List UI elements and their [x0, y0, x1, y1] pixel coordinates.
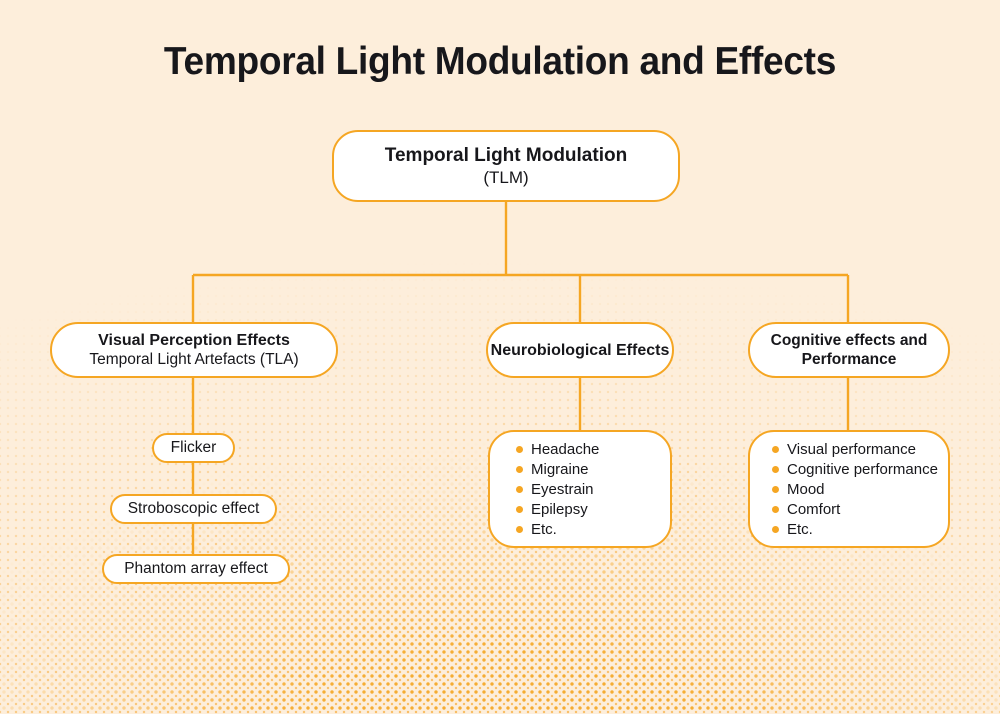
node-stroboscopic-effect[interactable]: Stroboscopic effect [110, 494, 277, 524]
list-item-label: Etc. [531, 520, 557, 538]
list-item: Eyestrain [516, 479, 670, 499]
list-item-label: Mood [787, 480, 825, 498]
node-title: Cognitive effects and [770, 332, 928, 349]
list-item-label: Migraine [531, 460, 589, 478]
list-item: Epilepsy [516, 499, 670, 519]
pill-label: Stroboscopic effect [127, 500, 260, 517]
list-item: Mood [772, 479, 948, 499]
list-item-label: Visual performance [787, 440, 916, 458]
node-temporal-light-modulation[interactable]: Temporal Light Modulation (TLM) [332, 130, 680, 202]
node-subtitle: Temporal Light Artefacts (TLA) [89, 351, 299, 368]
list-item-label: Eyestrain [531, 480, 594, 498]
list-item-label: Etc. [787, 520, 813, 538]
bullet-icon [772, 445, 779, 453]
bullet-icon [772, 505, 779, 513]
list-item: Etc. [516, 519, 670, 539]
bullet-icon [772, 525, 779, 533]
node-flicker[interactable]: Flicker [152, 433, 235, 463]
bullet-icon [772, 485, 779, 493]
list-item: Headache [516, 439, 670, 459]
list-item: Migraine [516, 459, 670, 479]
bullet-icon [516, 525, 523, 533]
bullet-icon [516, 445, 523, 453]
list-item: Visual performance [772, 439, 948, 459]
node-title: Visual Perception Effects [98, 332, 290, 349]
bullet-icon [516, 485, 523, 493]
list-item: Cognitive performance [772, 459, 948, 479]
node-title-second-line: Performance [801, 351, 897, 368]
list-item: Etc. [772, 519, 948, 539]
node-title: Temporal Light Modulation [384, 145, 628, 166]
bullet-icon [516, 505, 523, 513]
node-cognitive-effects-and-performance[interactable]: Cognitive effects and Performance [748, 322, 950, 378]
node-phantom-array-effect[interactable]: Phantom array effect [102, 554, 290, 584]
pill-label: Phantom array effect [124, 560, 268, 577]
list-neurobiological-effects: Headache Migraine Eyestrain Epilepsy Etc… [488, 430, 672, 548]
list-item-label: Comfort [787, 500, 841, 518]
list-item-label: Headache [531, 440, 600, 458]
node-neurobiological-effects[interactable]: Neurobiological Effects [486, 322, 674, 378]
node-title: Neurobiological Effects [490, 341, 670, 359]
node-visual-perception-effects[interactable]: Visual Perception Effects Temporal Light… [50, 322, 338, 378]
pill-label: Flicker [170, 439, 217, 456]
bullet-icon [516, 465, 523, 473]
list-item-label: Epilepsy [531, 500, 588, 518]
bullet-icon [772, 465, 779, 473]
page-title: Temporal Light Modulation and Effects [163, 40, 837, 83]
list-item-label: Cognitive performance [787, 460, 938, 478]
list-cognitive-effects: Visual performance Cognitive performance… [748, 430, 950, 548]
list-item: Comfort [772, 499, 948, 519]
node-subtitle: (TLM) [483, 168, 529, 187]
